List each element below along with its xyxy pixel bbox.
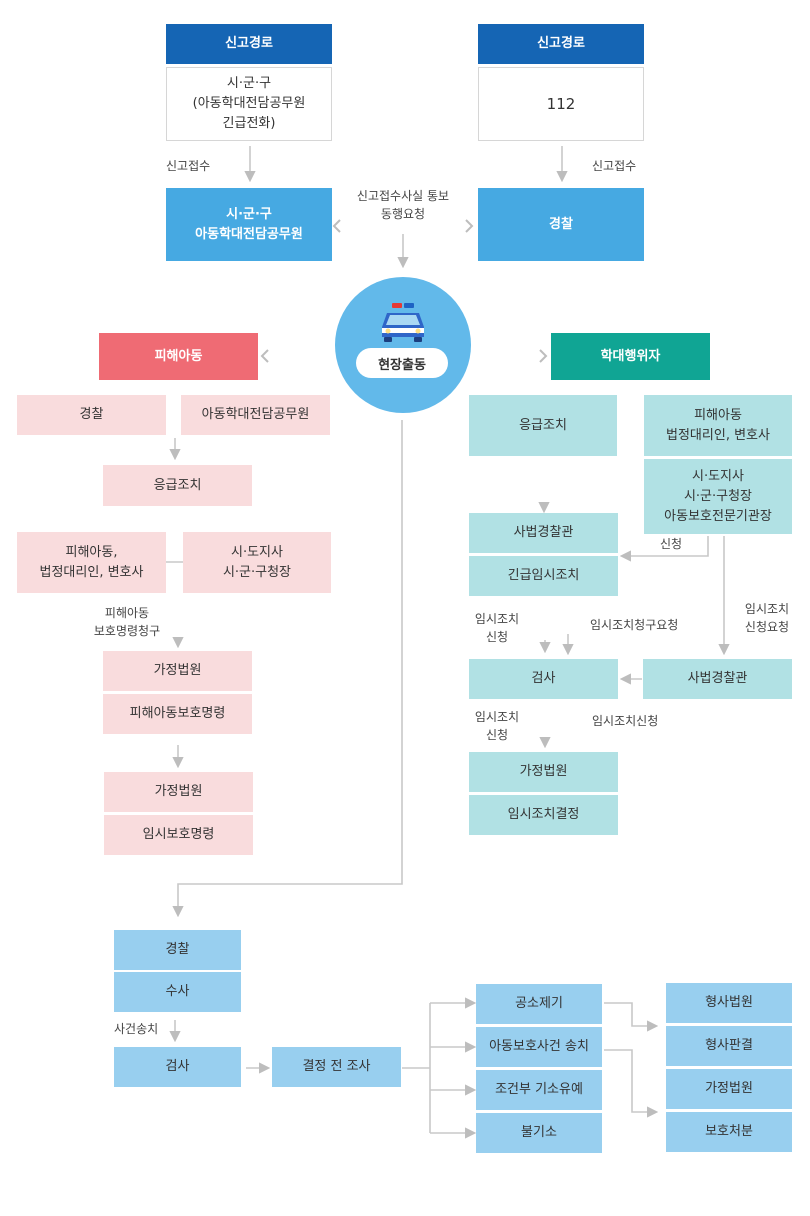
protection-request-label: 피해아동 보호명령청구 [93, 606, 161, 638]
temp-apply-label-2: 임시조치 신청 [474, 710, 520, 742]
right-receive-label: 신고접수 [592, 159, 637, 173]
investigation-police: 경찰 [114, 930, 241, 970]
temp-request-label: 임시조치 신청요청 [744, 602, 790, 634]
outcome-non-prosecution: 불기소 [476, 1113, 602, 1153]
offender-decision: 임시조치결정 [469, 795, 618, 835]
victim-requester: 피해아동, 법정대리인, 변호사 [17, 532, 166, 593]
criminal-court: 형사법원 [666, 983, 792, 1023]
offender-requester-top: 피해아동 법정대리인, 변호사 [644, 395, 792, 456]
left-receive-label: 신고접수 [166, 159, 211, 173]
left-report-source: 시·군·구 (아동학대전담공무원 긴급전화) [166, 67, 332, 141]
temp-apply-label-3: 임시조치신청 [592, 714, 659, 728]
police-car-icon [378, 301, 428, 343]
outcome-conditional-suspension: 조건부 기소유예 [476, 1070, 602, 1110]
investigation-investigate: 수사 [114, 972, 241, 1012]
offender-requester-bottom: 시·도지사 시·군·구청장 아동보호전문기관장 [644, 459, 792, 534]
victim-order-2: 임시보호명령 [104, 815, 253, 855]
victim-court-1: 가정법원 [103, 651, 252, 691]
right-report-route-header: 신고경로 [478, 24, 644, 64]
offender-emergency: 응급조치 [469, 395, 617, 456]
pre-decision-investigation: 결정 전 조사 [272, 1047, 401, 1087]
family-court: 가정법원 [666, 1069, 792, 1109]
right-agency-box: 경찰 [478, 188, 644, 261]
offender-prosecutor: 검사 [469, 659, 618, 699]
temp-claim-label: 임시조치청구요청 [590, 618, 679, 632]
notify-label: 신고접수사실 통보 동행요청 [356, 189, 450, 221]
outcome-child-protection-referral: 아동보호사건 송치 [476, 1027, 602, 1067]
victim-police: 경찰 [17, 395, 166, 435]
offender-court: 가정법원 [469, 752, 618, 792]
right-report-source: 112 [478, 67, 644, 141]
victim-emergency: 응급조치 [103, 465, 252, 506]
transfer-label: 사건송치 [114, 1022, 159, 1036]
left-report-route-header: 신고경로 [166, 24, 332, 64]
dispatch-circle [335, 277, 471, 413]
criminal-judgment: 형사판결 [666, 1026, 792, 1066]
temp-apply-label-1: 임시조치 신청 [474, 612, 520, 644]
offender-judicial-police-2: 사법경찰관 [643, 659, 792, 699]
victim-court-2: 가정법원 [104, 772, 253, 812]
offender-judicial-police: 사법경찰관 [469, 513, 618, 553]
outcome-indictment: 공소제기 [476, 984, 602, 1024]
dispatch-label: 현장출동 [356, 348, 448, 378]
victim-header: 피해아동 [99, 333, 258, 380]
victim-governor: 시·도지사 시·군·구청장 [183, 532, 331, 593]
offender-header: 학대행위자 [551, 333, 710, 380]
left-agency-box: 시·군·구 아동학대전담공무원 [166, 188, 332, 261]
victim-order-1: 피해아동보호명령 [103, 694, 252, 734]
offender-emergency-temp: 긴급임시조치 [469, 556, 618, 596]
apply-label: 신청 [660, 537, 683, 551]
protective-disposition: 보호처분 [666, 1112, 792, 1152]
investigation-prosecutor: 검사 [114, 1047, 241, 1087]
victim-official: 아동학대전담공무원 [181, 395, 330, 435]
